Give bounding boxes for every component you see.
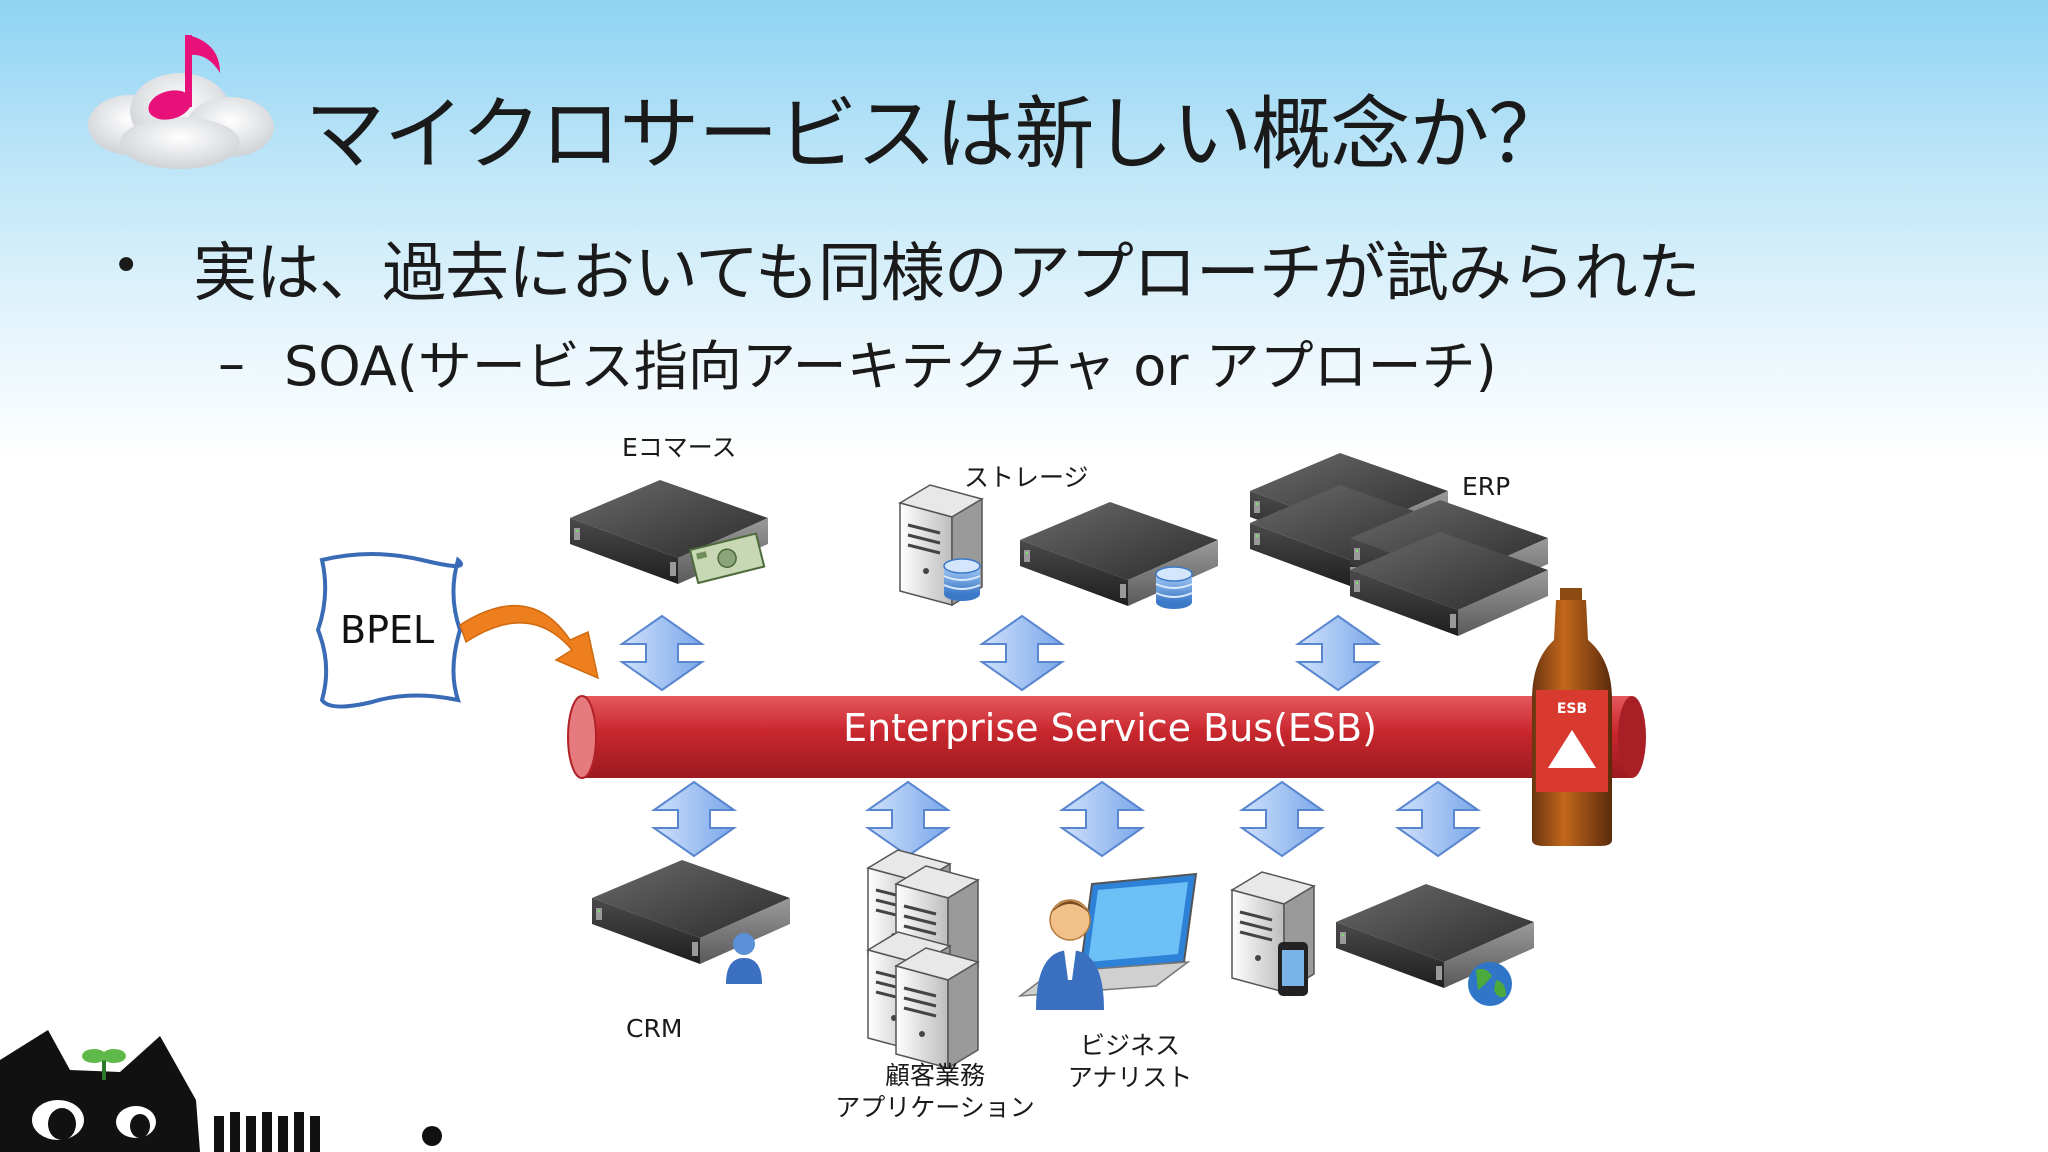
arrow-bus-crm [653,781,735,857]
database-icon-2 [1155,566,1193,610]
crm-server-icon [592,860,790,964]
sub-bullet-dash: – [218,332,245,395]
bottle-label-text: ESB [1557,701,1587,717]
crm-label: CRM [626,1014,683,1043]
black-cat-mascot-icon [0,1030,442,1152]
cloud-note-logo [88,35,274,169]
dollar-bill-icon [688,532,766,585]
arrow-ecommerce-bus [621,615,703,691]
arrow-bus-analyst [1061,781,1143,857]
customer-app-label-line1: 顧客業務 [884,1061,985,1090]
analyst-label: ビジネス アナリスト [1040,1030,1220,1094]
storage-label: ストレージ [964,463,1089,492]
bullet-text-2: SOA(サービス指向アーキテクチャ or アプローチ) [284,335,1497,398]
bpel-orange-arrow [459,604,600,680]
globe-icon [1468,962,1512,1006]
mobile-phone-icon [1278,942,1308,996]
arrow-bus-customer-app [867,781,949,857]
user-icon [726,933,762,984]
customer-app-servers-icon [866,848,980,1070]
arrow-erp-bus [1297,615,1379,691]
bullet-text-1: 実は、過去においても同様のアプローチが試みられた [193,237,1701,311]
person-icon [1036,899,1104,1010]
arrow-bus-mobile [1241,781,1323,857]
arrow-bus-global [1397,781,1479,857]
customer-app-label-line2: アプリケーション [835,1093,1035,1122]
bpel-document-shape [315,552,463,709]
customer-app-label: 顧客業務 アプリケーション [820,1060,1050,1124]
ecommerce-label: Eコマース [622,433,737,462]
arrow-storage-bus [981,615,1063,691]
analyst-label-line1: ビジネス [1079,1031,1180,1060]
erp-label: ERP [1462,472,1511,501]
database-icon [943,558,981,602]
beer-bottle-icon: ESB [1532,588,1612,846]
esb-bus-tube [567,695,1646,779]
bullet-dot: • [112,238,141,294]
bpel-label: BPEL [340,608,435,652]
slide-title: マイクロサービスは新しい概念か？ [305,88,1568,181]
analyst-label-line2: アナリスト [1067,1063,1193,1092]
esb-label: Enterprise Service Bus(ESB) [843,706,1377,750]
